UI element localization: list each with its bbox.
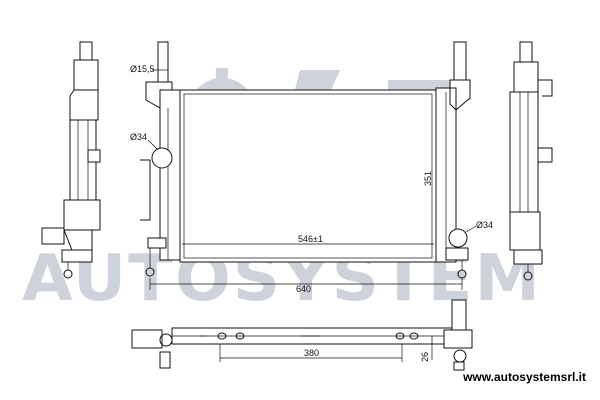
right-inlet-pipe: [448, 228, 468, 248]
website-url[interactable]: www.autosystemsrl.it: [463, 370, 586, 384]
dim-mount-spacing: 380: [304, 348, 319, 358]
left-side-view: [41, 41, 101, 279]
front-view: Ø15,5 Ø34 Ø34 351 546±1 640: [130, 41, 493, 294]
dim-bottom-depth: 26: [420, 352, 430, 362]
left-outlet-pipe: [151, 147, 173, 169]
dim-overall-width: 640: [296, 284, 311, 294]
dim-core-width: 546±1: [298, 234, 323, 244]
dim-pipe-top-left: Ø15,5: [130, 64, 155, 74]
dim-pipe-right: Ø34: [476, 220, 493, 230]
dim-core-height: 351: [423, 171, 433, 186]
radiator-core: [179, 89, 437, 263]
right-side-view: [509, 41, 553, 281]
bottom-view: 380 26: [131, 299, 473, 371]
dim-pipe-mid-left: Ø34: [130, 132, 147, 142]
